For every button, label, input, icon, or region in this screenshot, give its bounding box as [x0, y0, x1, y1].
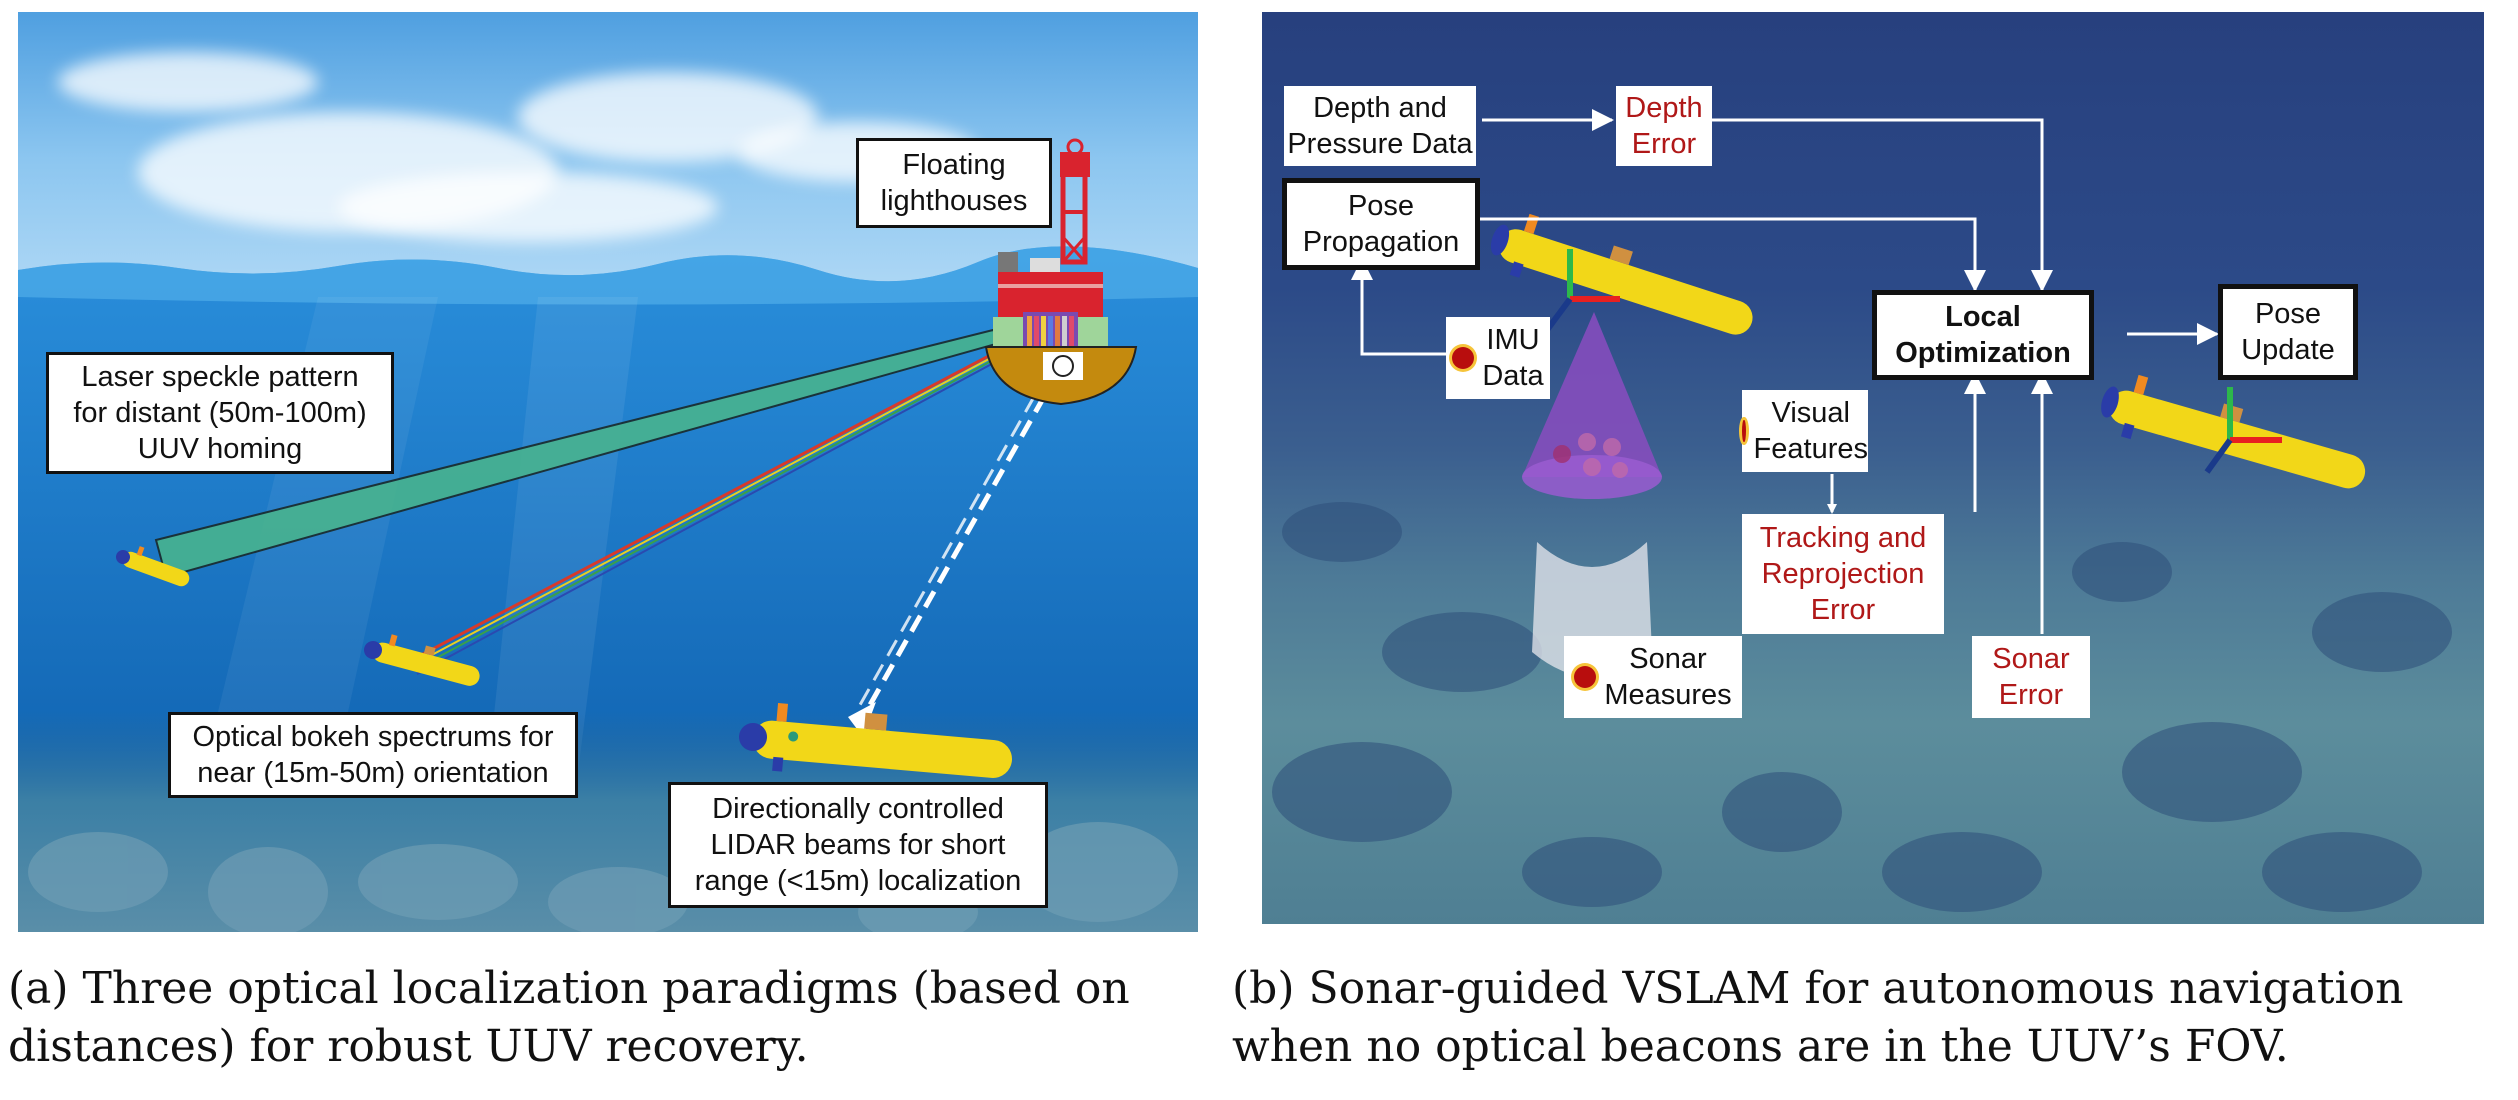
camera-fov-cone: [1522, 312, 1662, 477]
caption-line: distances) for robust UUV recovery.: [8, 1021, 809, 1072]
label-line: Depth and: [1313, 92, 1447, 124]
sensor-dot-icon: [1742, 420, 1746, 442]
label-line: Error: [1810, 594, 1876, 626]
label-text: IMU Data: [1482, 322, 1543, 394]
label-line: Depth: [1625, 92, 1703, 124]
lidar-beams-label: Directionally controlled LIDAR beams for…: [668, 782, 1048, 908]
pose-update-box: Pose Update: [2218, 284, 2358, 380]
panel-b-graphics: [1272, 109, 2452, 912]
sonar-measures-box: Sonar Measures: [1564, 636, 1742, 718]
label-line: Reprojection: [1761, 558, 1925, 590]
uuv-near: [739, 703, 1012, 779]
visual-features-box: Visual Features: [1742, 390, 1868, 472]
imu-data-box: IMU Data: [1446, 317, 1550, 399]
uuv-far: [116, 546, 190, 587]
caption-line: (b) Sonar-guided VSLAM for autonomous na…: [1232, 963, 2404, 1014]
caption-b: (b) Sonar-guided VSLAM for autonomous na…: [1232, 960, 2403, 1076]
label-line: Error: [1631, 128, 1697, 160]
sensor-dot-icon: [1452, 347, 1475, 369]
surface-waves: [18, 246, 1198, 305]
floating-lighthouse: [984, 138, 1138, 406]
bokeh-beam-red: [407, 328, 1039, 664]
bokeh-beam-green: [413, 335, 1039, 671]
coral-shapes: [28, 822, 1178, 932]
pose-propagation-box: Pose Propagation: [1282, 178, 1480, 270]
local-optimization-box: Local Optimization: [1872, 290, 2094, 380]
arrow-depth-error-to-optimization: [1712, 118, 2053, 292]
label-line: for distant (50m-100m): [73, 397, 367, 429]
label-line: Measures: [1604, 679, 1732, 711]
caption-line: when no optical beacons are in the UUV’s…: [1232, 1021, 2289, 1072]
bokeh-beam-blue: [416, 338, 1039, 675]
label-line: Sonar: [1992, 643, 2070, 675]
label-line: Optical bokeh spectrums for: [192, 721, 554, 753]
label-line: Directionally controlled: [712, 793, 1004, 825]
label-line: Floating: [902, 149, 1006, 181]
lidar-beam: [854, 371, 1050, 713]
arrow-imu-to-pose: [1351, 258, 1462, 356]
label-line: Features: [1753, 433, 1868, 465]
lidar-beam: [863, 370, 1061, 714]
sonar-error-box: Sonar Error: [1972, 636, 2090, 718]
cloud: [58, 52, 318, 112]
label-line: Pressure Data: [1287, 128, 1473, 160]
caption-a: (a) Three optical localization paradigms…: [8, 960, 1130, 1076]
label-text: Sonar Measures: [1604, 641, 1731, 713]
sensor-dot-icon: [1574, 666, 1597, 688]
label-line: range (<15m) localization: [694, 865, 1022, 897]
arrow-pose-to-optimization: [1477, 217, 1986, 292]
label-line: Error: [1998, 679, 2064, 711]
laser-speckle-label: Laser speckle pattern for distant (50m-1…: [46, 352, 394, 474]
caption-line: (a) Three optical localization paradigms…: [8, 963, 1130, 1014]
visual-feature-points: [1553, 433, 1628, 478]
label-line: Laser speckle pattern: [81, 361, 359, 393]
panel-a-illustration: Floating lighthouses Laser speckle patte…: [18, 12, 1198, 932]
bokeh-beam-yellow: [410, 332, 1039, 667]
label-line: Data: [1482, 360, 1544, 392]
camera-fov-base: [1522, 455, 1662, 499]
label-line: UUV homing: [137, 433, 303, 465]
uuv-updated: [2101, 374, 2366, 489]
axis-z-blue: [1544, 297, 1573, 332]
axis-z-blue: [2204, 438, 2233, 474]
label-line: lighthouses: [880, 185, 1028, 217]
light-ray: [488, 297, 638, 772]
depth-pressure-data-box: Depth and Pressure Data: [1284, 86, 1476, 166]
tracking-reprojection-error-box: Tracking and Reprojection Error: [1742, 514, 1944, 634]
label-line: Sonar: [1629, 643, 1707, 675]
label-line: Visual: [1771, 397, 1850, 429]
lidar-arrowhead: [848, 702, 876, 737]
optical-bokeh-label: Optical bokeh spectrums for near (15m-50…: [168, 712, 578, 798]
label-line: Tracking and: [1759, 522, 1927, 554]
label-line: LIDAR beams for short: [710, 829, 1006, 861]
label-line: Pose: [2254, 298, 2322, 330]
uuv-mid: [364, 634, 480, 686]
uuv-current: [1490, 213, 1753, 335]
label-line: Propagation: [1302, 226, 1460, 258]
panel-b-diagram: Depth and Pressure Data Depth Error Pose…: [1262, 12, 2484, 924]
label-line: IMU: [1486, 324, 1540, 356]
label-text: Visual Features: [1754, 395, 1868, 467]
label-line: Pose: [1347, 190, 1415, 222]
cloud: [338, 172, 718, 242]
label-line: Update: [2241, 334, 2335, 366]
seabed-rocks: [1272, 502, 2452, 912]
label-line: Optimization: [1895, 337, 2071, 369]
label-line: Local: [1945, 301, 2021, 333]
label-line: near (15m-50m) orientation: [197, 757, 549, 789]
depth-error-box: Depth Error: [1616, 86, 1712, 166]
floating-lighthouses-label: Floating lighthouses: [856, 138, 1052, 228]
